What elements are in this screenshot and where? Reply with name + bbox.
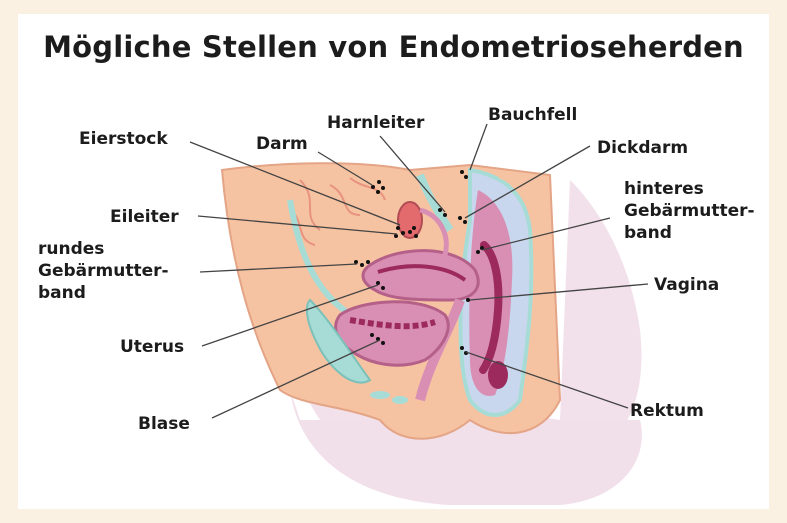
label-rundes-gebaermutterband: rundes Gebärmutter- band <box>38 238 169 304</box>
label-vagina: Vagina <box>654 274 719 296</box>
label-uterus: Uterus <box>120 336 184 358</box>
label-eileiter: Eileiter <box>110 206 179 228</box>
label-blase: Blase <box>138 413 190 435</box>
label-bauchfell: Bauchfell <box>488 104 577 126</box>
label-harnleiter: Harnleiter <box>327 112 424 134</box>
label-hinteres-gebaermutterband: hinteres Gebärmutter- band <box>624 178 755 244</box>
label-darm: Darm <box>256 133 308 155</box>
label-eierstock: Eierstock <box>79 128 168 150</box>
label-rektum: Rektum <box>630 400 704 422</box>
label-dickdarm: Dickdarm <box>597 137 688 159</box>
